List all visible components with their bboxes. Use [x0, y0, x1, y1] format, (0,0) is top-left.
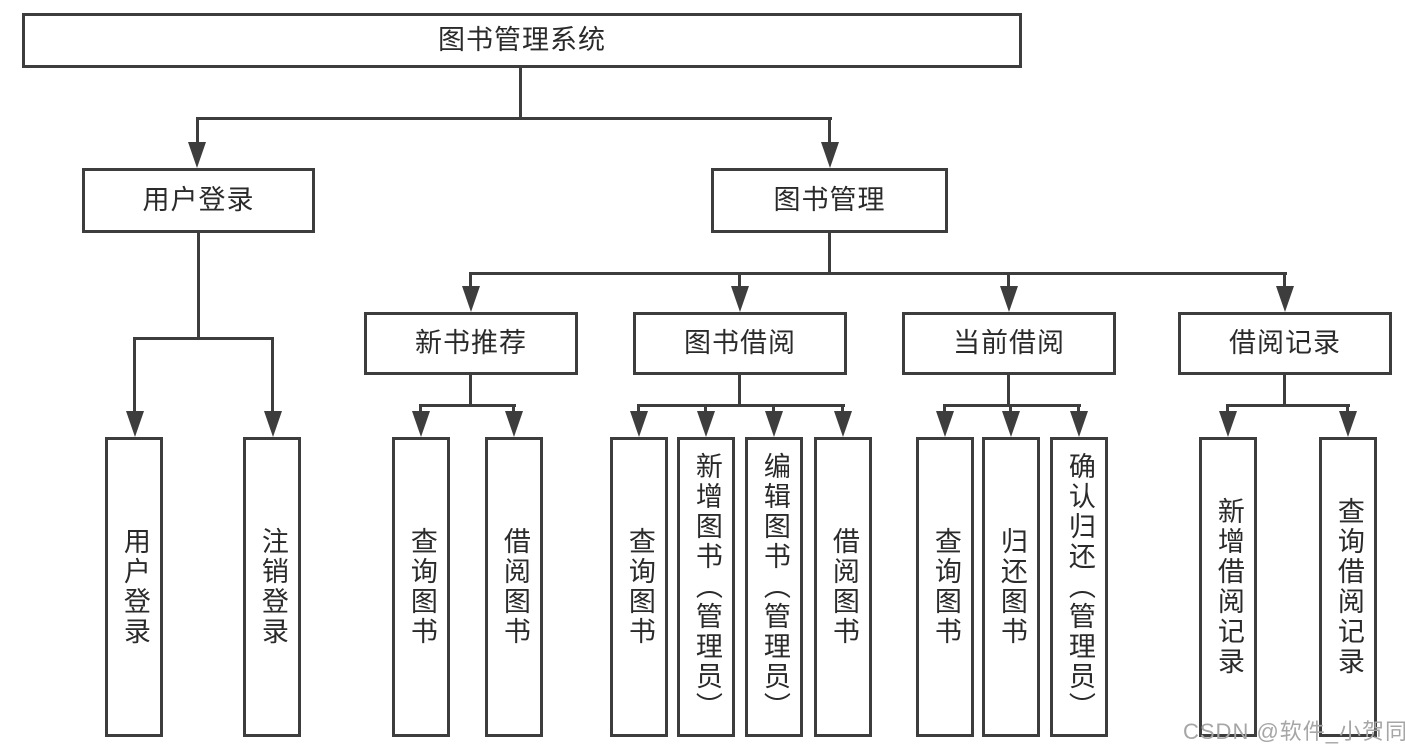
leaf-query-books-borrow: 查询图书 — [610, 437, 668, 737]
connector-l3-stem4 — [1283, 272, 1286, 290]
leaf-logout: 注销登录 — [243, 437, 301, 737]
node-book-borrowing: 图书借阅 — [633, 312, 847, 375]
connector-newbook-stem1 — [419, 404, 422, 416]
leaf-query-books-current: 查询图书 — [916, 437, 974, 737]
connector-newbook-stem2 — [512, 404, 515, 416]
arrow-down-icon — [1219, 411, 1237, 437]
connector-bookmgmt-stub — [828, 233, 831, 275]
connector-newbook-stub — [469, 375, 472, 407]
arrow-down-icon — [412, 411, 430, 437]
csdn-watermark: CSDN @软件_小贺同学 — [1183, 719, 1405, 744]
connector-records-stem2 — [1346, 404, 1349, 416]
connector-root-stub — [519, 68, 522, 119]
connector-borrow-stem2 — [704, 404, 707, 416]
node-new-book-recommend: 新书推荐 — [364, 312, 578, 375]
connector-l2-stem-right — [828, 117, 831, 147]
connector-current-stem2 — [1009, 404, 1012, 416]
connector-newbook-branch — [419, 404, 516, 407]
leaf-query-borrow-record: 查询借阅记录 — [1319, 437, 1377, 737]
arrow-down-icon — [1339, 411, 1357, 437]
leaf-confirm-return-admin: 确认归还（管理员） — [1050, 437, 1108, 737]
connector-l2-branch — [196, 117, 832, 120]
node-book-management: 图书管理 — [711, 168, 948, 233]
arrow-down-icon — [126, 411, 144, 437]
leaf-edit-books-admin: 编辑图书（管理员） — [745, 437, 803, 737]
arrow-down-icon — [697, 411, 715, 437]
connector-l2-stem-left — [196, 117, 199, 147]
connector-l3-stem3 — [1007, 272, 1010, 290]
arrow-down-icon — [765, 411, 783, 437]
arrow-down-icon — [1070, 411, 1088, 437]
connector-userlogin-stub — [197, 233, 200, 340]
leaf-borrow-books: 借阅图书 — [814, 437, 872, 737]
arrow-down-icon — [731, 286, 749, 312]
connector-borrow-stem4 — [841, 404, 844, 416]
arrow-down-icon — [1002, 411, 1020, 437]
connector-records-stem1 — [1226, 404, 1229, 416]
arrow-down-icon — [936, 411, 954, 437]
leaf-borrow-books-recommend: 借阅图书 — [485, 437, 543, 737]
leaf-user-login: 用户登录 — [105, 437, 163, 737]
connector-records-branch — [1226, 404, 1350, 407]
node-library-system-root: 图书管理系统 — [22, 13, 1022, 68]
node-borrow-records: 借阅记录 — [1178, 312, 1392, 375]
connector-l3-branch — [469, 272, 1287, 275]
connector-records-stub — [1283, 375, 1286, 407]
connector-userlogin-branch — [133, 337, 274, 340]
connector-current-branch — [943, 404, 1081, 407]
arrow-down-icon — [821, 142, 839, 168]
leaf-query-books-recommend: 查询图书 — [392, 437, 450, 737]
connector-l3-stem2 — [738, 272, 741, 290]
node-user-login-group: 用户登录 — [82, 168, 315, 233]
connector-borrow-stem3 — [772, 404, 775, 416]
node-current-borrowing: 当前借阅 — [902, 312, 1116, 375]
connector-current-stem3 — [1077, 404, 1080, 416]
arrow-down-icon — [505, 411, 523, 437]
arrow-down-icon — [630, 411, 648, 437]
arrow-down-icon — [1276, 286, 1294, 312]
connector-userlogin-stem2 — [271, 337, 274, 415]
arrow-down-icon — [462, 286, 480, 312]
connector-borrow-stem1 — [637, 404, 640, 416]
leaf-return-books: 归还图书 — [982, 437, 1040, 737]
connector-borrow-branch — [637, 404, 845, 407]
connector-borrow-stub — [738, 375, 741, 407]
connector-current-stub — [1007, 375, 1010, 407]
arrow-down-icon — [264, 411, 282, 437]
connector-l3-stem1 — [469, 272, 472, 290]
leaf-add-books-admin: 新增图书（管理员） — [677, 437, 735, 737]
connector-current-stem1 — [943, 404, 946, 416]
leaf-add-borrow-record: 新增借阅记录 — [1199, 437, 1257, 737]
arrow-down-icon — [1000, 286, 1018, 312]
arrow-down-icon — [188, 142, 206, 168]
connector-userlogin-stem1 — [133, 337, 136, 415]
arrow-down-icon — [834, 411, 852, 437]
